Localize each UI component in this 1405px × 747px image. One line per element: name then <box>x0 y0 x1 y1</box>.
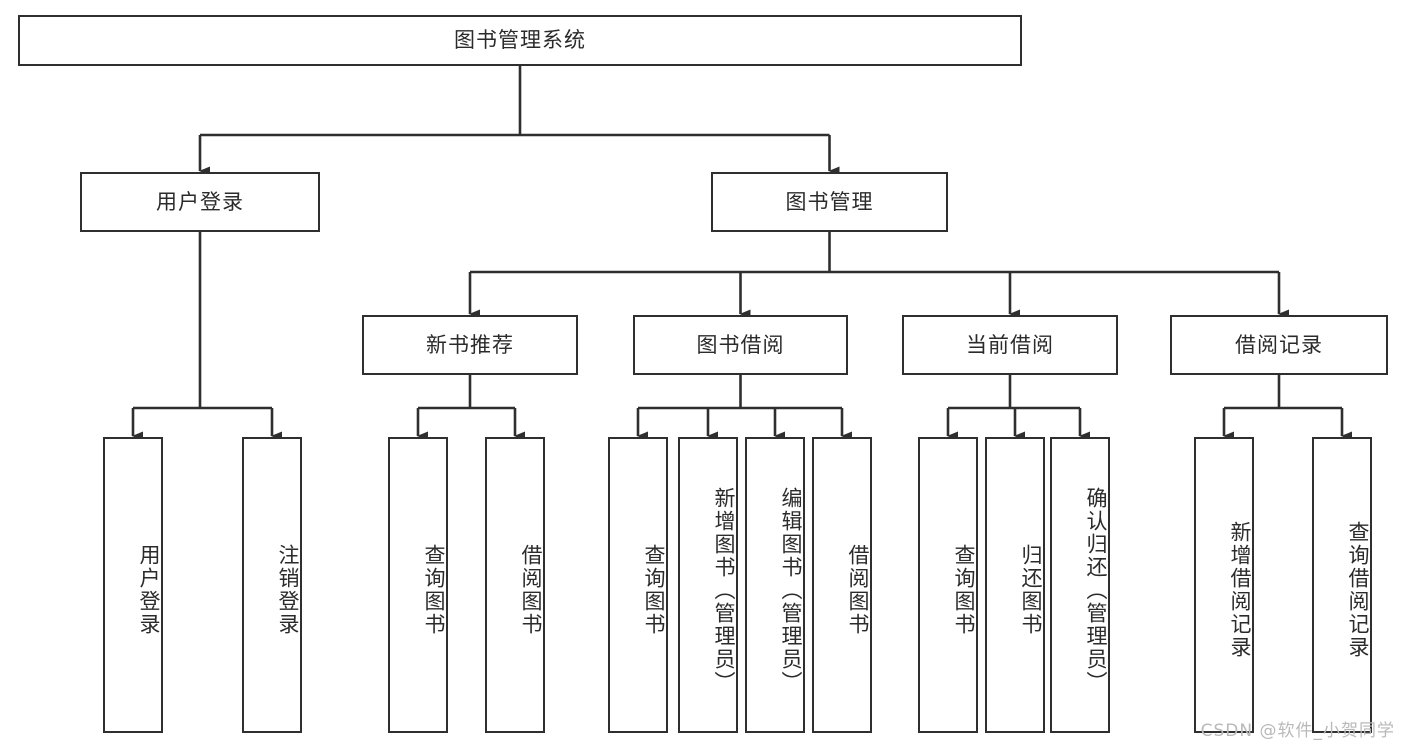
node-label: 借阅图书 <box>846 544 870 636</box>
node-record[interactable]: 借阅记录 <box>1170 315 1388 375</box>
node-label: 借阅图书 <box>519 544 543 636</box>
node-label: 归还图书 <box>1019 544 1043 636</box>
node-label: 注销登录 <box>276 544 300 636</box>
node-label: 当前借阅 <box>966 332 1054 357</box>
node-label: 图书管理 <box>785 189 874 214</box>
node-newbook[interactable]: 新书推荐 <box>362 315 578 375</box>
node-current[interactable]: 当前借阅 <box>902 315 1118 375</box>
node-leaf9[interactable]: 查询图书 <box>918 437 978 733</box>
node-label: 图书借阅 <box>696 332 785 357</box>
node-leaf5[interactable]: 查询图书 <box>608 437 668 733</box>
node-leaf4[interactable]: 借阅图书 <box>485 437 545 733</box>
node-borrow[interactable]: 图书借阅 <box>633 315 848 375</box>
node-leaf10[interactable]: 归还图书 <box>985 437 1045 733</box>
node-label: 用户登录 <box>137 544 161 636</box>
node-label: 借阅记录 <box>1235 332 1323 357</box>
node-leaf12[interactable]: 新增借阅记录 <box>1194 437 1254 733</box>
node-label: 查询图书 <box>952 544 976 636</box>
node-leaf8[interactable]: 借阅图书 <box>812 437 872 733</box>
node-bookmgmt[interactable]: 图书管理 <box>711 172 948 232</box>
node-label: 用户登录 <box>156 189 244 214</box>
node-leaf2[interactable]: 注销登录 <box>242 437 302 733</box>
node-leaf3[interactable]: 查询图书 <box>388 437 448 733</box>
node-label: 新增借阅记录 <box>1228 521 1252 659</box>
node-label: 查询借阅记录 <box>1346 521 1370 659</box>
node-leaf11[interactable]: 确认归还（管理员） <box>1050 437 1110 733</box>
node-label: 图书管理系统 <box>454 28 586 53</box>
node-label: 查询图书 <box>642 544 666 636</box>
node-login[interactable]: 用户登录 <box>80 172 320 232</box>
node-root[interactable]: 图书管理系统 <box>18 15 1022 66</box>
node-label: 确认归还（管理员） <box>1084 486 1108 694</box>
node-label: 新增图书（管理员） <box>712 486 736 694</box>
node-label: 新书推荐 <box>426 332 514 357</box>
node-leaf7[interactable]: 编辑图书（管理员） <box>745 437 805 733</box>
node-leaf13[interactable]: 查询借阅记录 <box>1312 437 1372 733</box>
node-leaf6[interactable]: 新增图书（管理员） <box>678 437 738 733</box>
node-leaf1[interactable]: 用户登录 <box>103 437 163 733</box>
node-label: 查询图书 <box>422 544 446 636</box>
node-label: 编辑图书（管理员） <box>779 486 803 694</box>
